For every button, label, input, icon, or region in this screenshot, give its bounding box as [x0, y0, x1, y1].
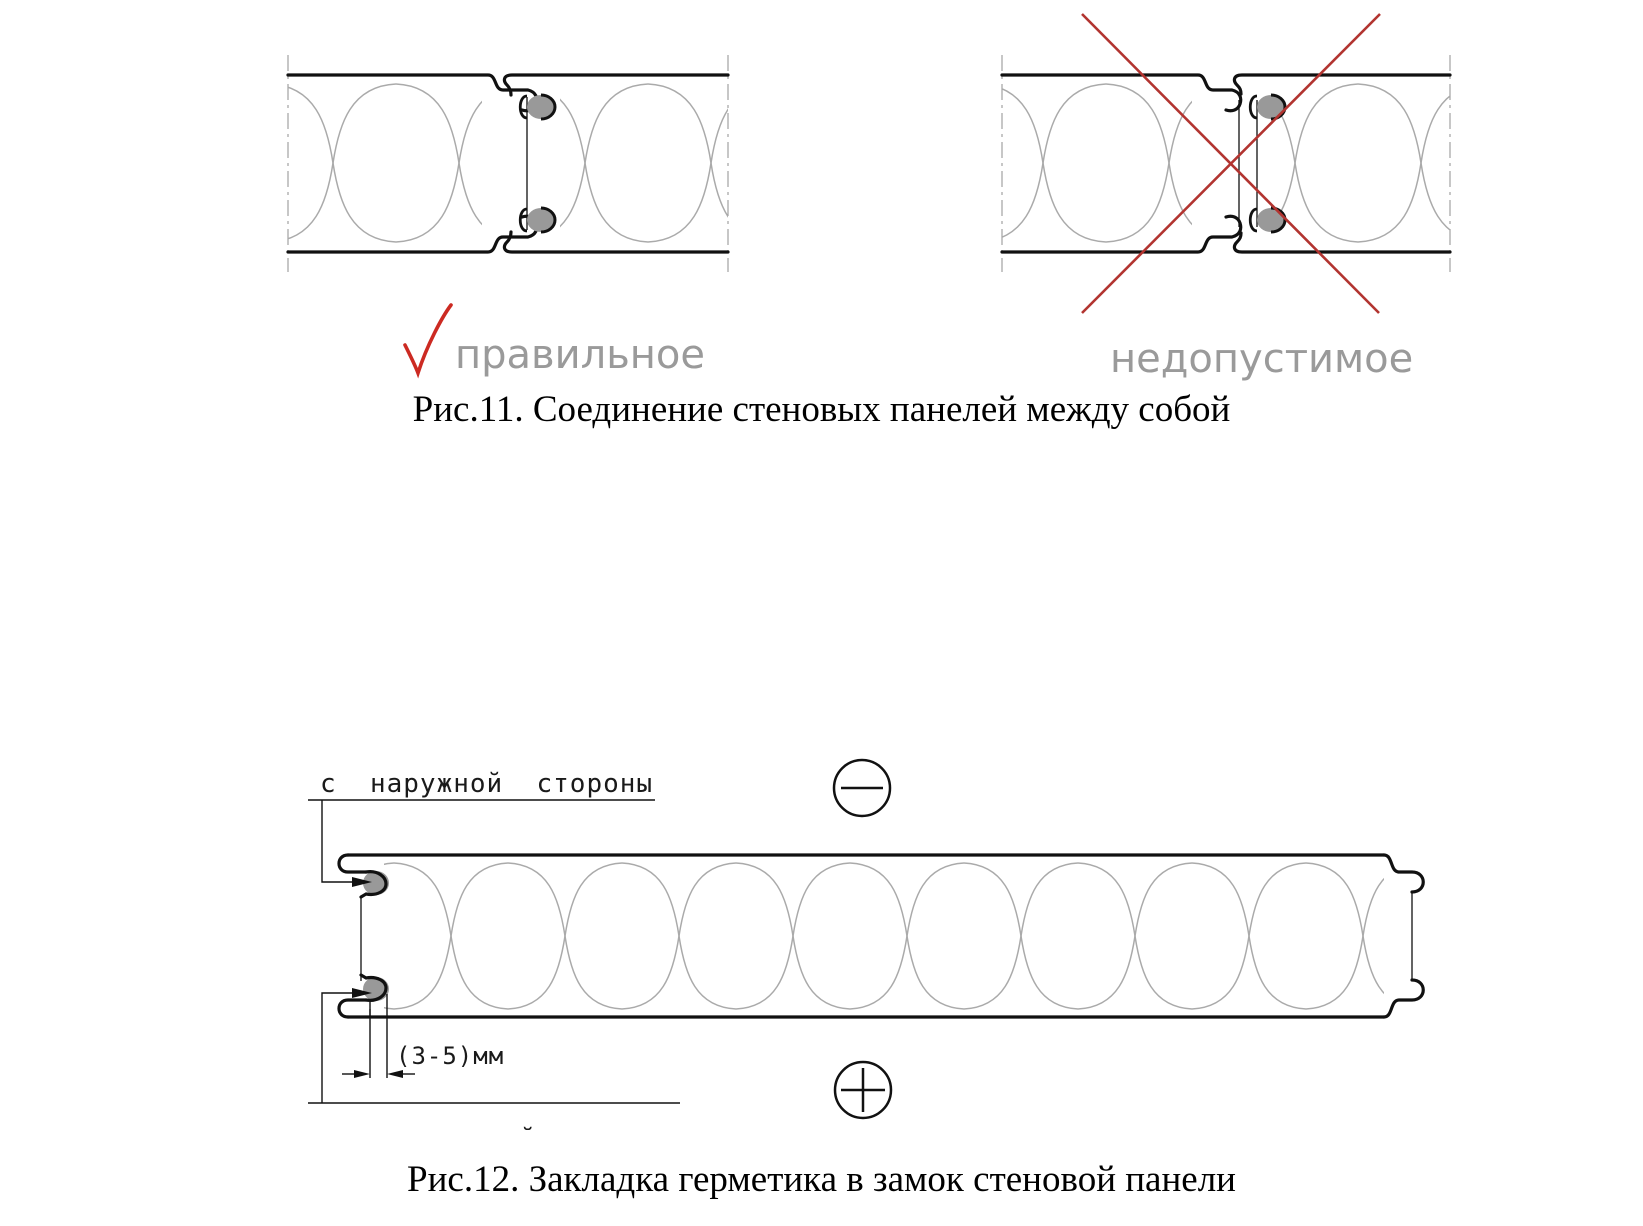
right-end-top-tab	[1382, 853, 1425, 894]
lock-hook-bottom	[1248, 207, 1258, 233]
red-checkmark-icon	[403, 303, 453, 379]
outer-leader-line	[321, 800, 354, 883]
inner-leader-arrow	[352, 988, 372, 998]
lock-hook-top	[518, 94, 528, 120]
minus-circle-icon	[832, 758, 892, 818]
outer-leader-arrow	[352, 877, 372, 887]
fig12-sealant-diagram: с наружной стороны с внутренней стороны …	[308, 758, 1425, 1130]
sealant-blob-bottom	[1257, 208, 1285, 232]
fig11-incorrect-joint-diagram	[1000, 13, 1452, 314]
sealant-blob-bottom	[527, 208, 555, 232]
label-correct: правильное	[455, 332, 705, 378]
sealant-outline-top	[540, 93, 557, 121]
insulation-hatch	[1002, 77, 1192, 250]
lock-pocket-bottom	[359, 973, 388, 1002]
lock-pocket-top	[359, 870, 388, 899]
lock-hook-top	[1248, 94, 1258, 120]
sealant-outline-bottom	[540, 206, 557, 234]
right-end-bottom-tab	[1382, 978, 1425, 1019]
fig11-correct-joint-diagram	[286, 55, 730, 272]
inner-leader-line	[321, 992, 354, 1103]
fig11-caption: Рис.11. Соединение стеновых панелей межд…	[412, 389, 1231, 430]
label-incorrect: недопустимое	[1110, 336, 1414, 382]
panel-skin-top-left	[1000, 73, 1243, 113]
insulation-hatch	[1280, 77, 1450, 250]
inner-side-label: с внутренней стороны	[320, 1124, 686, 1130]
panel-skin-bottom-right	[1232, 231, 1452, 254]
insulation-hatch	[560, 77, 728, 250]
panel-skin-top-right	[502, 73, 730, 97]
insulation-hatch	[288, 77, 482, 250]
panel-skin-bottom-left	[1000, 214, 1243, 254]
lock-hook-bottom	[518, 207, 528, 233]
outer-side-label: с наружной стороны	[320, 769, 653, 799]
insulation-hatch	[384, 858, 1384, 1014]
gap-dimension-label: (3-5)мм	[396, 1042, 504, 1070]
sealant-blob-top	[1257, 95, 1285, 119]
panel-skin-top-right	[1232, 73, 1452, 96]
plus-circle-icon	[833, 1060, 893, 1120]
fig12-caption: Рис.12. Закладка герметика в замок стено…	[407, 1159, 1236, 1200]
panel-skin-bottom-right	[502, 230, 730, 254]
gap-dimension: (3-5)мм	[342, 994, 504, 1078]
left-end-top-fold	[337, 853, 368, 874]
red-cross-icon	[1081, 13, 1381, 314]
sealant-blob-top	[527, 95, 555, 119]
left-end-bottom-fold	[337, 998, 368, 1019]
